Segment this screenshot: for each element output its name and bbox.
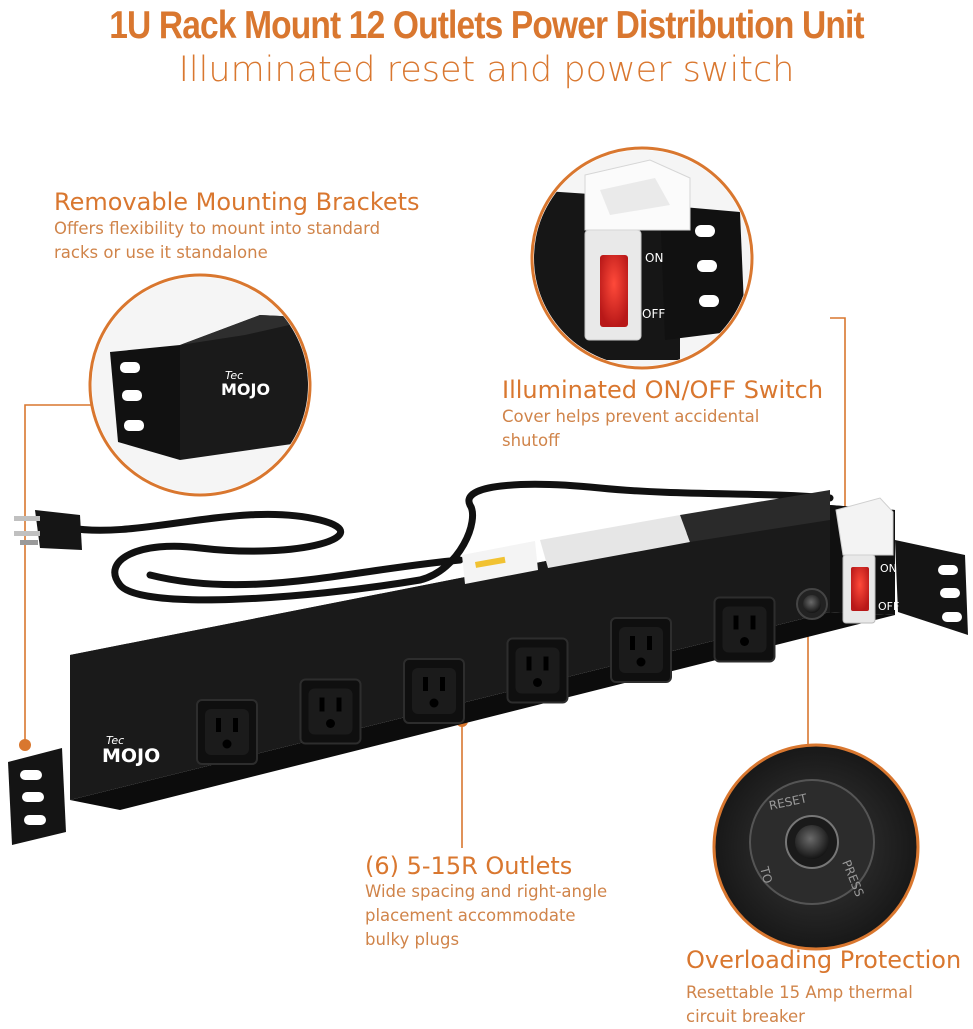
page-subtitle: Illuminated reset and power switch: [178, 50, 795, 90]
svg-text:TO: TO: [757, 864, 775, 885]
svg-text:ON: ON: [645, 251, 663, 265]
svg-text:Tec: Tec: [225, 369, 243, 382]
outlet-icon: [403, 658, 465, 724]
switch-off-mark: OFF: [878, 600, 899, 613]
left-mounting-bracket: [8, 748, 66, 845]
pdu-body: [70, 505, 895, 810]
svg-text:Tec: Tec: [106, 734, 124, 747]
right-mounting-bracket: [895, 540, 968, 635]
power-switch-icon: [835, 497, 894, 624]
page-title: 1U Rack Mount 12 Outlets Power Distribut…: [109, 4, 864, 47]
power-cord: [66, 480, 834, 604]
switch-callout-title: Illuminated ON/OFF Switch: [502, 376, 824, 404]
reset-button-icon: [796, 588, 828, 620]
outlet-icon: [196, 699, 258, 765]
protection-callout-desc: Resettable 15 Amp thermal circuit breake…: [686, 983, 913, 1026]
brackets-callout-desc: Offers flexibility to mount into standar…: [54, 219, 381, 262]
svg-text:OFF: OFF: [642, 307, 665, 321]
outlet-icon: [299, 678, 362, 745]
plug-icon: [14, 510, 82, 550]
svg-text:MOJO: MOJO: [221, 380, 270, 399]
reset-closeup: RESET PRESS TO: [712, 743, 920, 951]
bracket-closeup: Tec MOJO: [88, 273, 312, 497]
brackets-callout-title: Removable Mounting Brackets: [54, 188, 420, 216]
switch-callout-desc: Cover helps prevent accidental shutoff: [502, 407, 760, 450]
outlet-icon: [610, 617, 672, 683]
callout-connectors: [24, 317, 846, 848]
protection-callout-title: Overloading Protection: [686, 946, 962, 974]
outlets-callout-title: (6) 5-15R Outlets: [365, 852, 573, 880]
switch-closeup: ON OFF: [530, 146, 754, 370]
outlet-icon: [506, 637, 569, 704]
outlets-callout-desc: Wide spacing and right-angle placement a…: [365, 882, 608, 949]
body-logo: Tec MOJO: [102, 734, 160, 767]
outlets: [196, 596, 776, 765]
outlet-icon: [713, 596, 776, 663]
warning-labels: [462, 490, 830, 584]
svg-text:MOJO: MOJO: [102, 745, 160, 767]
switch-on-mark: ON: [880, 562, 897, 575]
